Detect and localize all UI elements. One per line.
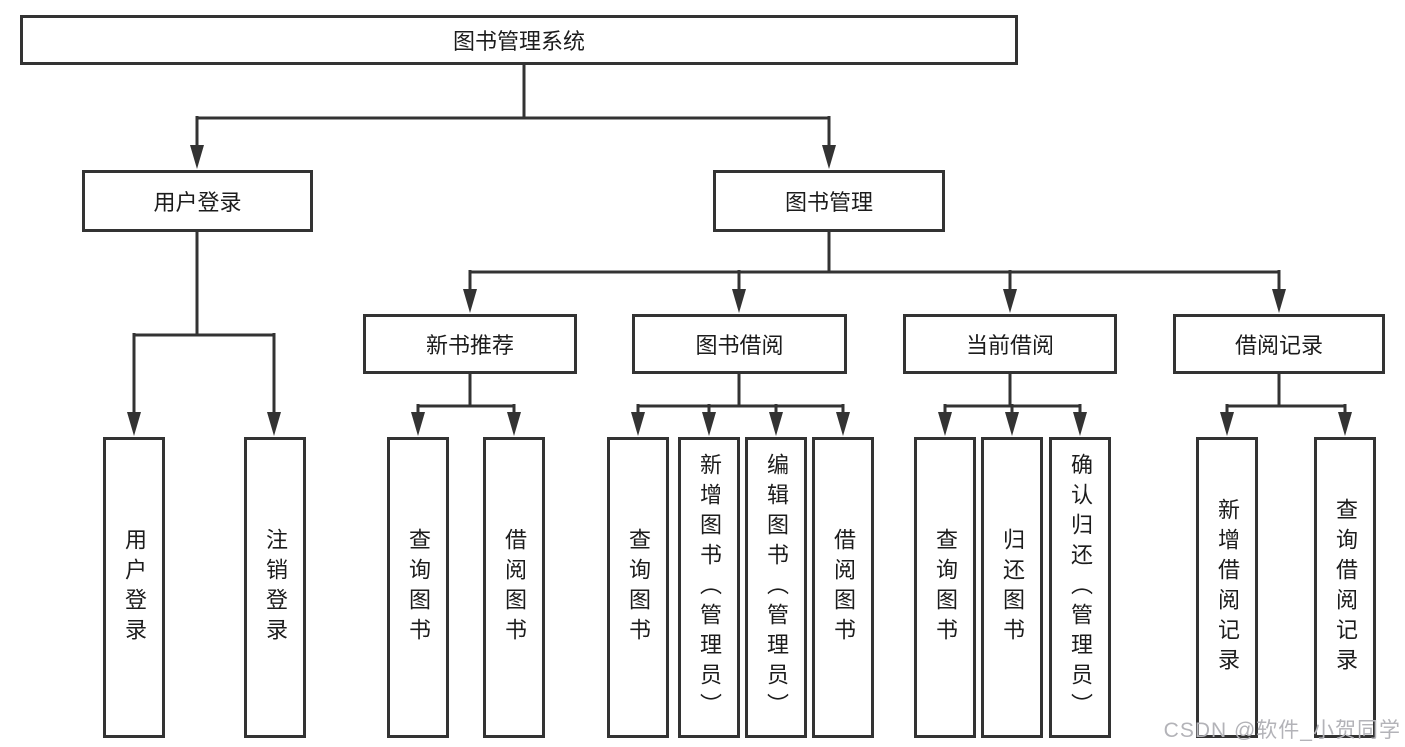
node-leaf-logout: 注销登录 <box>244 437 306 738</box>
node-leaf-add-borrow-record: 新增借阅记录 <box>1196 437 1258 738</box>
node-label: 借阅图书 <box>502 527 527 648</box>
node-leaf-user-login: 用户登录 <box>103 437 165 738</box>
node-leaf-add-books-admin: 新增图书（管理员） <box>678 437 740 738</box>
node-label: 用户登录 <box>122 527 147 648</box>
node-new-book-recommendation: 新书推荐 <box>363 314 577 374</box>
node-leaf-query-books-borrowing: 查询图书 <box>607 437 669 738</box>
node-label: 借阅记录 <box>1234 333 1323 358</box>
node-label: 归还图书 <box>1000 527 1025 648</box>
node-label: 借阅图书 <box>831 527 856 648</box>
node-borrowing-records: 借阅记录 <box>1173 314 1385 374</box>
node-leaf-borrow-books: 借阅图书 <box>812 437 874 738</box>
node-label: 查询图书 <box>933 527 958 648</box>
node-user-login: 用户登录 <box>82 170 313 232</box>
node-label: 查询借阅记录 <box>1333 497 1358 678</box>
node-leaf-confirm-return-admin: 确认归还（管理员） <box>1049 437 1111 738</box>
node-leaf-edit-books-admin: 编辑图书（管理员） <box>745 437 807 738</box>
node-label: 编辑图书（管理员） <box>764 452 789 723</box>
arrowheads <box>127 145 1352 436</box>
node-label: 图书管理系统 <box>452 29 585 54</box>
node-leaf-query-books-current: 查询图书 <box>914 437 976 738</box>
node-label: 图书借阅 <box>695 333 784 358</box>
node-current-borrowing: 当前借阅 <box>903 314 1117 374</box>
node-leaf-borrow-books-recommend: 借阅图书 <box>483 437 545 738</box>
node-label: 查询图书 <box>626 527 651 648</box>
node-book-management: 图书管理 <box>713 170 945 232</box>
node-label: 确认归还（管理员） <box>1068 452 1093 723</box>
node-label: 新书推荐 <box>425 333 514 358</box>
node-label: 图书管理 <box>784 190 873 215</box>
node-leaf-query-borrow-record: 查询借阅记录 <box>1314 437 1376 738</box>
csdn-watermark: CSDN @软件_小贺同学 <box>1163 719 1401 742</box>
node-leaf-return-books: 归还图书 <box>981 437 1043 738</box>
node-label: 注销登录 <box>263 527 288 648</box>
node-label: 用户登录 <box>153 190 242 215</box>
node-label: 新增图书（管理员） <box>697 452 722 723</box>
node-book-borrowing: 图书借阅 <box>632 314 847 374</box>
node-library-management-system: 图书管理系统 <box>20 15 1018 65</box>
node-label: 当前借阅 <box>965 333 1054 358</box>
node-label: 查询图书 <box>406 527 431 648</box>
node-label: 新增借阅记录 <box>1215 497 1240 678</box>
node-leaf-query-books-recommend: 查询图书 <box>387 437 449 738</box>
